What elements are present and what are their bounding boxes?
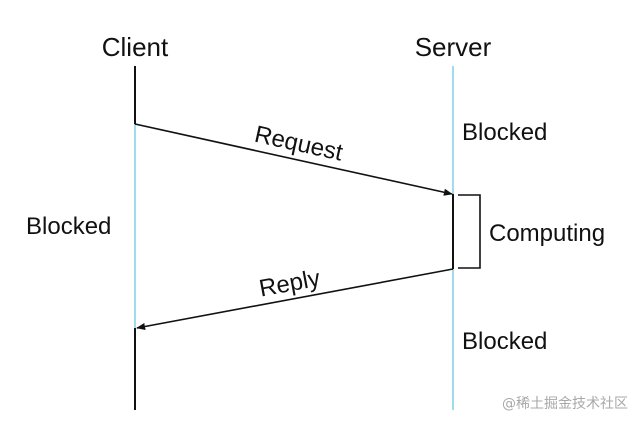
server-computing-label: Computing (489, 220, 605, 247)
reply-arrow (136, 268, 454, 331)
client-blocked-label: Blocked (26, 213, 111, 240)
request-arrow (134, 123, 453, 196)
client-label: Client (102, 32, 169, 62)
reply-label: Reply (257, 265, 322, 303)
server-blocked-bottom-label: Blocked (462, 328, 547, 355)
watermark: @稀土掘金技术社区 (502, 396, 628, 412)
server-label: Server (415, 32, 492, 62)
computing-bracket (458, 194, 481, 269)
server-blocked-top-label: Blocked (462, 119, 547, 146)
